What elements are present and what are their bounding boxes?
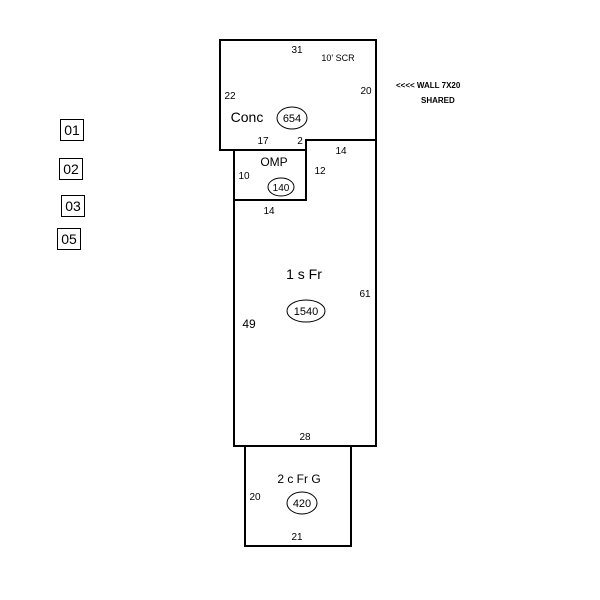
legend-code-01: 01 xyxy=(60,119,84,141)
conc-sqft: 654 xyxy=(283,113,301,125)
omp-sqft: 140 xyxy=(273,183,290,194)
legend-code-03: 03 xyxy=(61,195,85,217)
shared-wall-note-line1: <<<< WALL 7X20 xyxy=(396,81,461,90)
house-dim-top-right: 14 xyxy=(335,146,347,157)
house-outline xyxy=(233,139,377,447)
house-sqft-ellipse xyxy=(286,299,326,323)
conc-dim-right: 20 xyxy=(360,86,372,97)
conc-label: Conc xyxy=(231,109,264,125)
legend-code-05: 05 xyxy=(57,228,81,250)
conc-dim-bottom-left: 17 xyxy=(257,136,269,147)
omp-dim-right: 12 xyxy=(314,166,326,177)
garage-outline xyxy=(244,446,352,547)
house-label: 1 s Fr xyxy=(286,266,322,282)
conc-outline xyxy=(219,39,377,151)
conc-sub-label: 10' SCR xyxy=(321,53,355,63)
garage-sqft: 420 xyxy=(293,498,311,510)
garage-dim-left: 20 xyxy=(249,492,261,503)
omp-dim-left: 10 xyxy=(238,171,250,182)
omp-outline xyxy=(233,149,307,201)
shared-wall-note-line2: SHARED xyxy=(421,96,455,105)
conc-sqft-ellipse xyxy=(276,106,308,130)
garage-sqft-ellipse xyxy=(286,491,318,515)
conc-dim-top: 31 xyxy=(291,45,303,56)
garage-dim-bottom: 21 xyxy=(291,532,303,543)
legend-code-02: 02 xyxy=(59,158,83,180)
omp-label: OMP xyxy=(260,155,287,169)
garage-label: 2 c Fr G xyxy=(277,472,320,486)
house-dim-right: 61 xyxy=(359,289,371,300)
house-sqft: 1540 xyxy=(294,306,318,318)
omp-dim-bottom: 14 xyxy=(263,206,275,217)
conc-dim-left: 22 xyxy=(224,91,236,102)
house-dim-left: 49 xyxy=(242,317,256,331)
conc-dim-bottom-right: 2 xyxy=(297,136,303,147)
house-dim-bottom: 28 xyxy=(299,432,311,443)
omp-sqft-ellipse xyxy=(267,177,295,197)
